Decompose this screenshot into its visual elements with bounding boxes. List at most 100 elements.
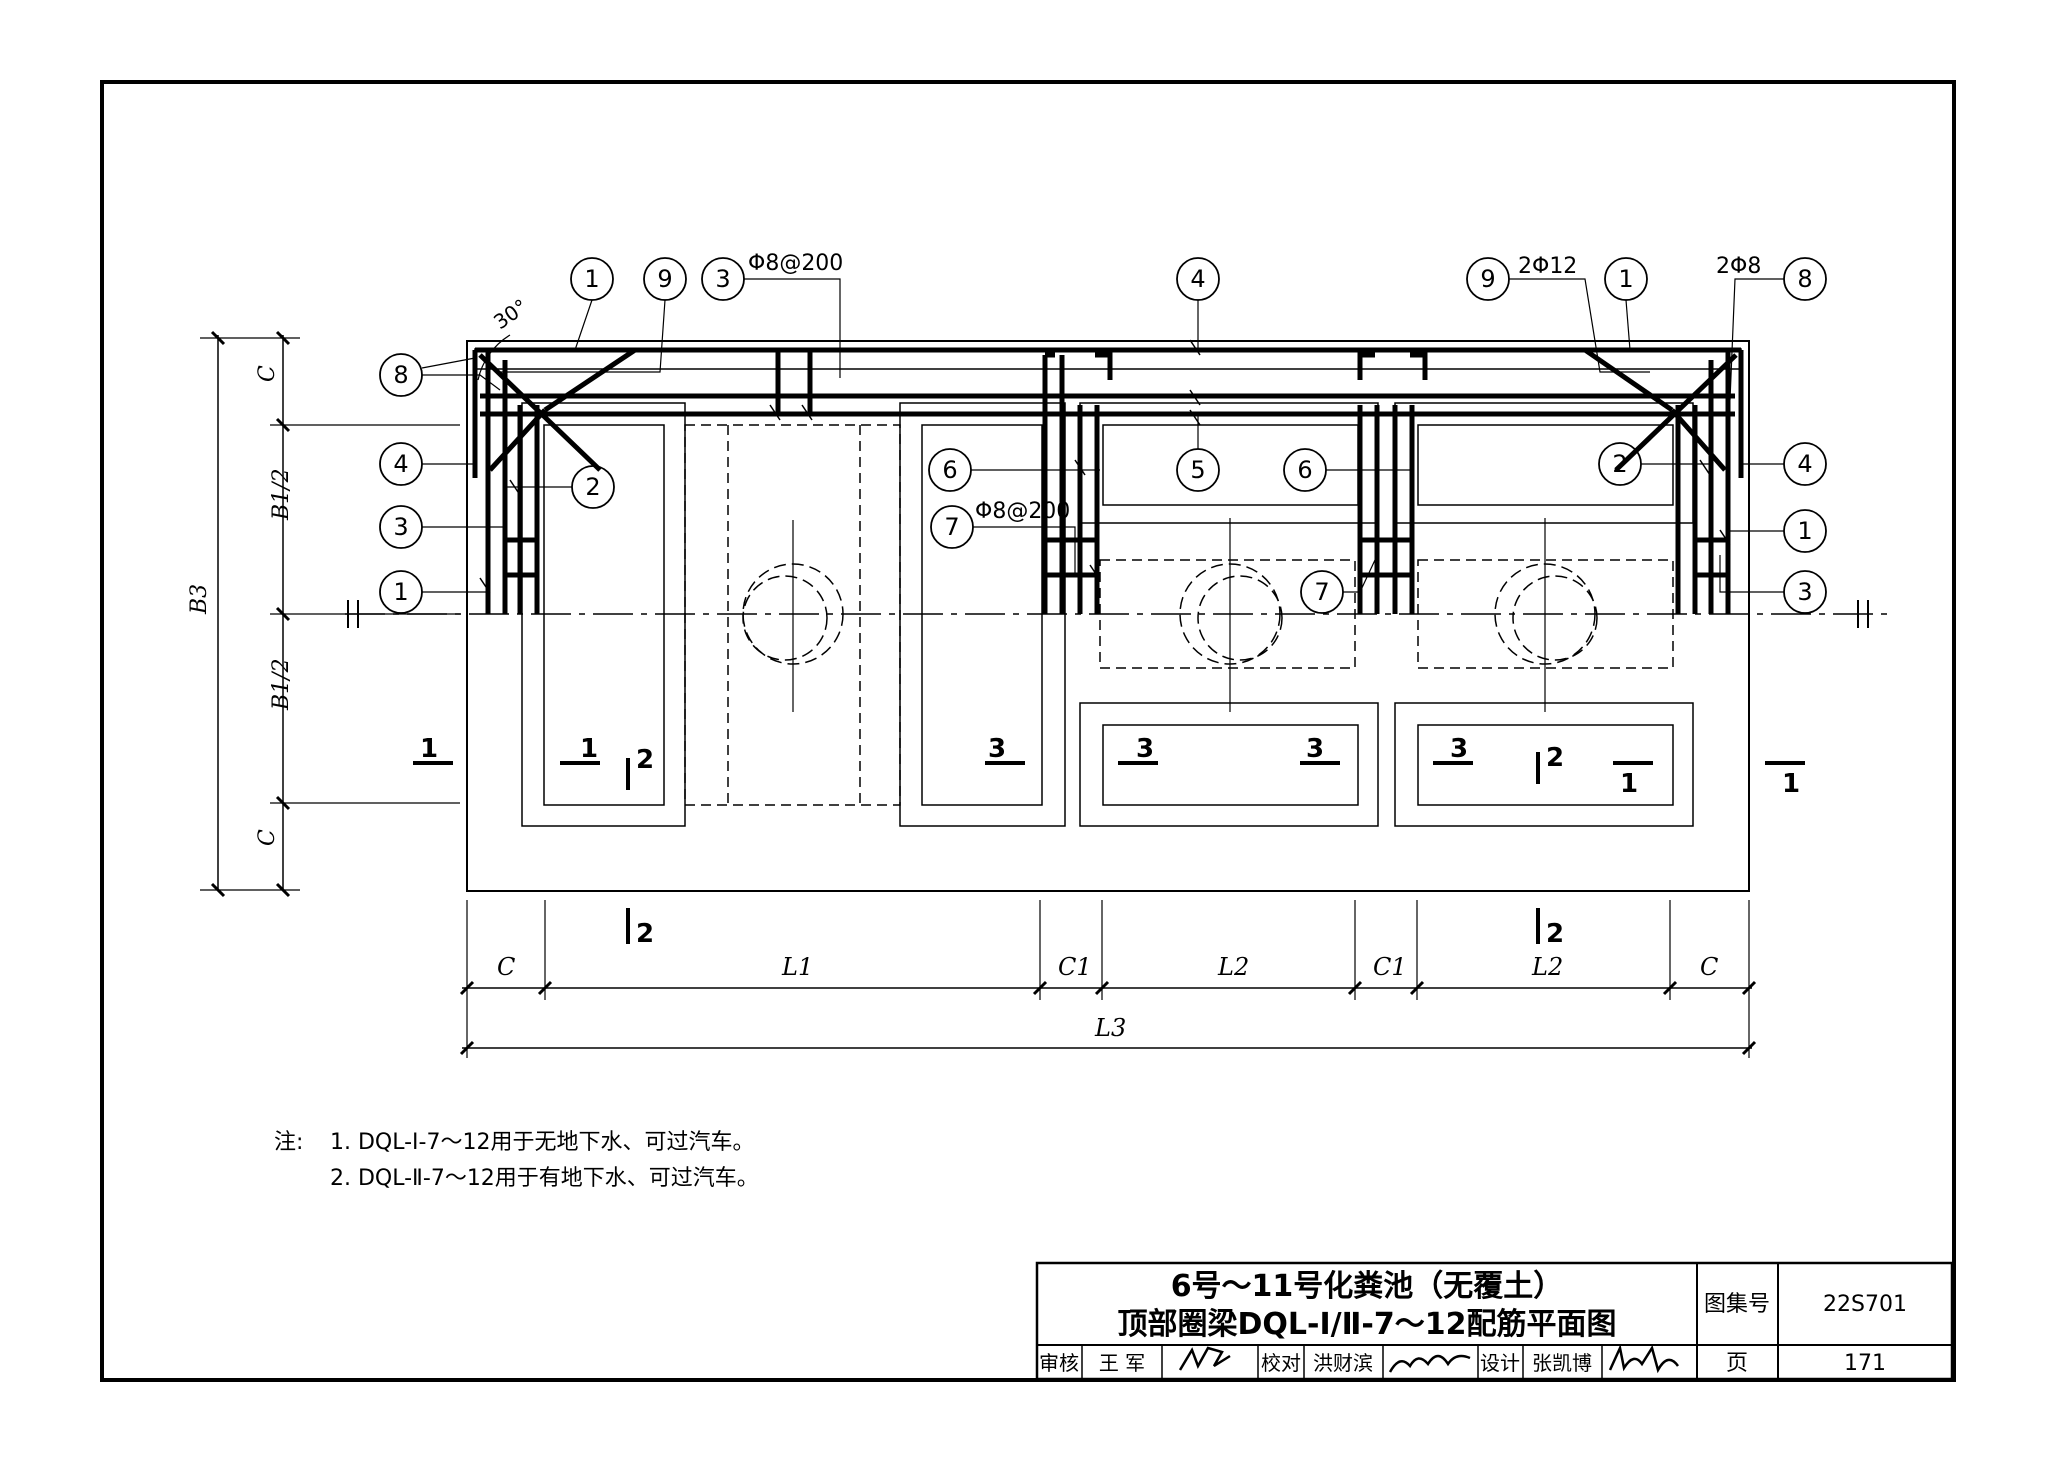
dim-c-bottom: C [255,829,280,846]
callout-2-right: 2 [1598,442,1711,486]
sheet-frame [100,80,1956,1382]
rebar-lines [472,347,1744,614]
callouts: 1 9 3 8 4 3 1 2 4 5 6 6 7 7 9 1 8 2 4 1 … [379,257,1827,614]
svg-text:9: 9 [657,265,672,293]
svg-text:5: 5 [1190,456,1205,484]
svg-text:3: 3 [393,513,408,541]
callout-9-right: 9 [1466,257,1650,373]
dim-l2-right: L2 [1531,953,1563,981]
callout-4-top: 4 [1176,257,1220,350]
svg-text:1: 1 [420,734,438,764]
design-name: 张凯博 [1532,1351,1592,1375]
svg-text:7: 7 [1314,578,1329,606]
atlas-value: 22S701 [1823,1292,1907,1317]
svg-text:2: 2 [585,473,600,501]
two-phi12-label: 2Φ12 [1518,254,1577,279]
note-2: 2. DQL-Ⅱ-7～12用于有地下水、可过汽车。 [330,1166,759,1191]
svg-text:4: 4 [393,450,408,478]
callout-7-left: 7 [930,505,1076,575]
dim-c1-left: C1 [1058,953,1092,981]
svg-text:9: 9 [1480,265,1495,293]
section-markers: 1 1 2 3 3 3 3 2 1 1 2 2 [413,734,1805,949]
callout-1-top-left: 1 [570,257,614,351]
callout-3-right: 3 [1719,555,1827,614]
svg-text:2: 2 [1546,919,1564,949]
dim-b3: B3 [187,584,212,615]
callout-4-left: 4 [379,442,475,486]
svg-text:1: 1 [1620,769,1638,799]
svg-text:1: 1 [1618,265,1633,293]
phi8-200-mid-label: Φ8@200 [975,499,1070,524]
svg-text:4: 4 [1190,265,1205,293]
plan-outline [466,340,1750,892]
review-signature [1178,1346,1231,1371]
angle-label: 30° [489,294,532,334]
dim-l3: L3 [1094,1014,1126,1042]
svg-text:4: 4 [1797,450,1812,478]
svg-text:1: 1 [1782,769,1800,799]
callout-6-left: 6 [928,448,1100,492]
callout-1-top-right: 1 [1604,257,1648,351]
callout-1-right: 1 [1728,509,1827,553]
svg-text:2: 2 [636,745,654,775]
callout-7-right: 7 [1300,559,1376,614]
svg-text:8: 8 [1797,265,1812,293]
title-block: 6号～11号化粪池（无覆土） 顶部圈梁DQL-Ⅰ/Ⅱ-7～12配筋平面图 图集号… [1035,1261,1954,1381]
chamber-2 [899,402,1066,827]
svg-text:1: 1 [1797,517,1812,545]
page-label: 页 [1726,1351,1748,1376]
dim-c1-right: C1 [1373,953,1407,981]
svg-text:3: 3 [988,734,1006,764]
callout-9-top-left: 9 [500,257,687,373]
rebar-ticks [479,339,1731,594]
page-value: 171 [1844,1351,1886,1376]
dim-b1-half-top: B1/2 [269,468,294,521]
drawing-title-line1: 6号～11号化粪池（无覆土） [1171,1269,1564,1304]
svg-text:8: 8 [393,361,408,389]
svg-text:2: 2 [1546,743,1564,773]
dim-c-right: C [1700,953,1718,981]
left-dimensions: B3 C B1/2 B1/2 C [187,330,460,898]
svg-text:2: 2 [1612,450,1627,478]
svg-text:3: 3 [715,265,730,293]
chamber-4 [1394,402,1694,827]
two-phi8-label: 2Φ8 [1716,254,1761,279]
callout-3-top: 3 [701,257,841,378]
bottom-dimensions: C L1 C1 L2 C1 L2 C L3 [459,900,1757,1058]
callout-6-right: 6 [1283,448,1412,492]
dim-l2-left: L2 [1217,953,1249,981]
rebar-spec-labels: Φ8@200 Φ8@200 2Φ12 2Φ8 30° [477,251,1761,524]
design-signature [1608,1343,1680,1374]
svg-text:6: 6 [1297,456,1312,484]
dim-b1-half-bottom: B1/2 [269,658,294,711]
svg-text:7: 7 [944,513,959,541]
svg-text:3: 3 [1306,734,1324,764]
dim-c-left: C [497,953,515,981]
svg-text:3: 3 [1136,734,1154,764]
svg-text:1: 1 [584,265,599,293]
callout-2-left: 2 [505,465,615,509]
callout-3-left: 3 [379,505,505,549]
atlas-label: 图集号 [1704,1292,1770,1317]
check-name: 洪财滨 [1313,1351,1373,1375]
svg-text:3: 3 [1797,578,1812,606]
note-1: 1. DQL-I-7～12用于无地下水、可过汽车。 [330,1130,755,1155]
check-signature [1388,1354,1471,1373]
callout-8-right: 8 [1729,257,1827,401]
center-line [345,600,1890,628]
callout-4-right: 4 [1741,442,1827,486]
drawing-title-line2: 顶部圈梁DQL-Ⅰ/Ⅱ-7～12配筋平面图 [1118,1307,1617,1342]
callout-8-left: 8 [379,353,501,397]
review-label: 审核 [1039,1351,1079,1375]
review-name: 王 军 [1099,1351,1145,1375]
phi8-200-top-label: Φ8@200 [748,251,843,276]
svg-text:1: 1 [393,578,408,606]
check-label: 校对 [1261,1351,1301,1375]
dim-l1: L1 [781,953,813,981]
dim-c-top: C [255,365,280,382]
design-label: 设计 [1480,1351,1520,1375]
svg-text:1: 1 [580,734,598,764]
notes-prefix: 注: [274,1130,304,1155]
callout-1-left: 1 [379,570,488,614]
